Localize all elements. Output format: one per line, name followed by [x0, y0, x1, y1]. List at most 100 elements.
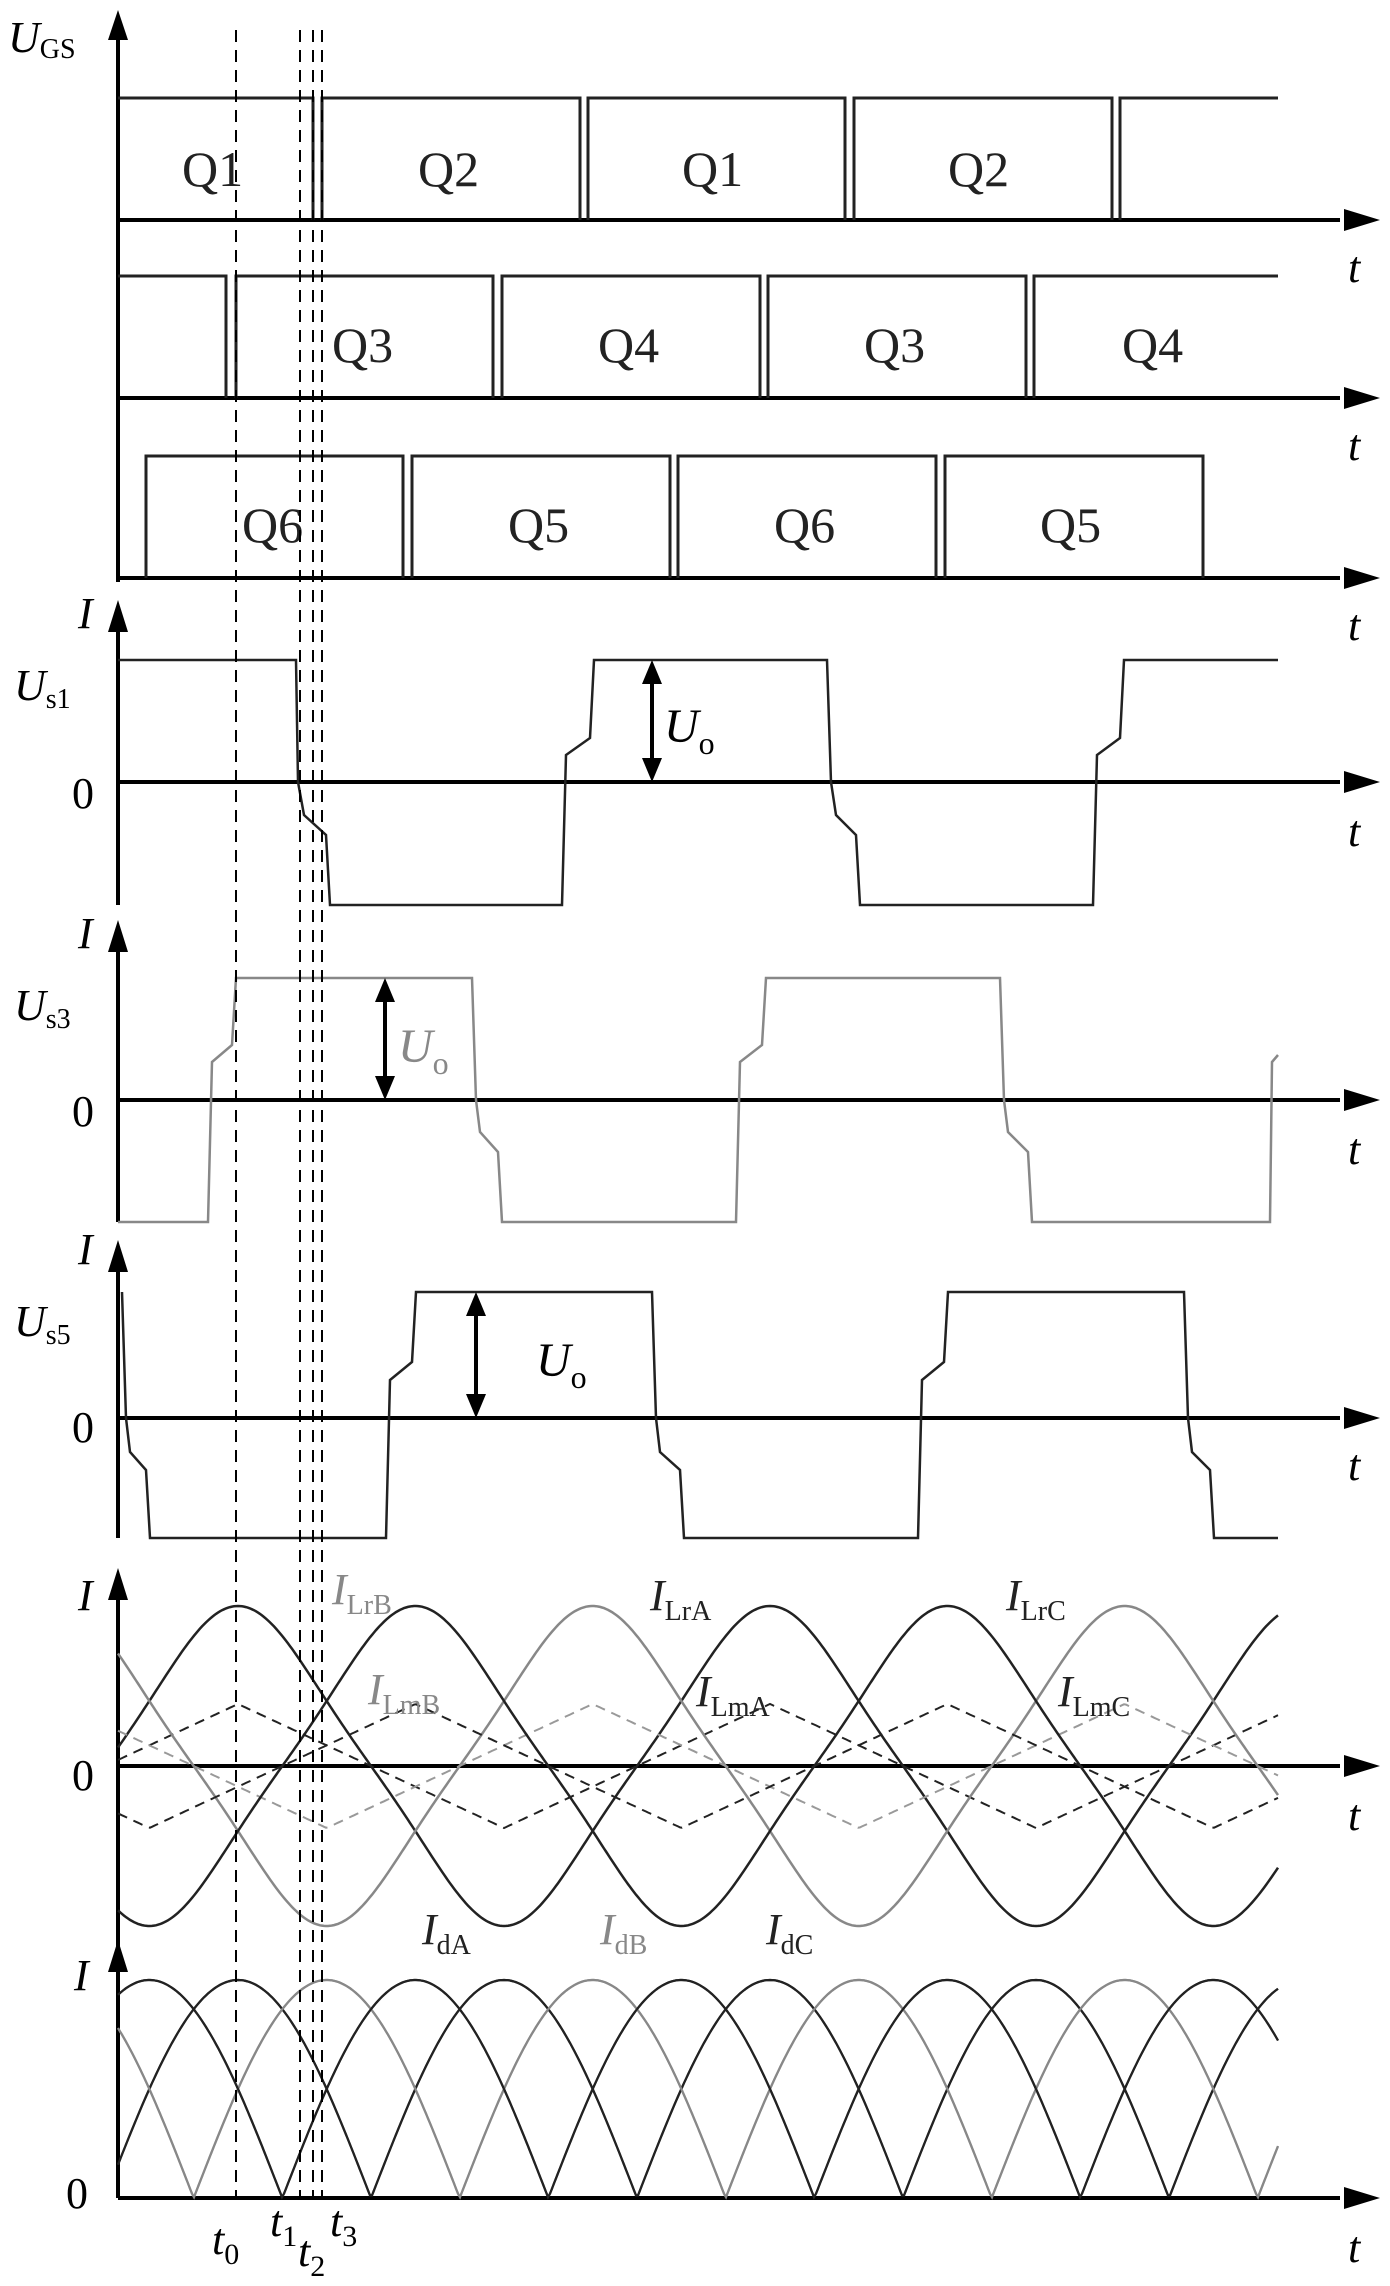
gate-pulse-head: [118, 274, 228, 398]
us5-amp-label: Uo: [536, 1334, 587, 1395]
time-marker-labels: t0 t1 t2 t3: [212, 2197, 357, 2283]
gate-label-q4-b: Q4: [1122, 317, 1183, 373]
gate-y-label: UGS: [8, 13, 76, 65]
gate-row3-t-label: t: [1348, 601, 1362, 650]
label-ilrc: ILrC: [1005, 1571, 1066, 1627]
us3-amp-label: Uo: [398, 1020, 449, 1081]
current-curves: [116, 1604, 1280, 1928]
gate-row3-labels: Q6 Q5 Q6 Q5: [242, 497, 1101, 553]
gate-pulse-q3-b: [766, 274, 1028, 398]
diode-i-label: I: [73, 1951, 91, 2000]
us5-time-arrowhead: [1344, 1407, 1380, 1429]
us1-t-label: t: [1348, 807, 1362, 856]
current-i-label: I: [77, 1571, 95, 1620]
current-t-label: t: [1348, 1791, 1362, 1840]
label-ilra: ILrA: [649, 1571, 712, 1627]
us3-time-arrowhead: [1344, 1089, 1380, 1111]
current-zero-label: 0: [72, 1751, 94, 1800]
diode-current-3: [116, 1978, 1279, 2197]
gate-label-q6-a: Q6: [242, 497, 303, 553]
us3-t-label: t: [1348, 1125, 1362, 1174]
us3-i-label: I: [77, 909, 95, 958]
label-ida: IdA: [421, 1905, 472, 1961]
gate-pulse-q5-b: [943, 454, 1205, 578]
gate-pulse-q4-b: [1032, 274, 1278, 398]
gate-row2-pulses: [118, 274, 1278, 398]
gate-label-q1-a: Q1: [182, 141, 243, 197]
diode-curves: [116, 1978, 1280, 2200]
label-ilmb: ILmB: [367, 1665, 440, 1721]
gate-label-q3-a: Q3: [332, 317, 393, 373]
gate-row1-t-label: t: [1348, 243, 1362, 292]
gate-label-q2-b: Q2: [948, 141, 1009, 197]
current-time-arrowhead: [1344, 1755, 1380, 1777]
gate-row1-labels: Q1 Q2 Q1 Q2: [182, 141, 1009, 197]
gate-label-q1-b: Q1: [682, 141, 743, 197]
gate-row2-t-label: t: [1348, 421, 1362, 470]
gate-panel: UGS t t t Q1 Q2 Q1 Q2: [8, 10, 1380, 650]
us5-y-arrowhead: [108, 1240, 128, 1272]
gate-row2-arrowhead: [1344, 387, 1380, 409]
diode-time-arrowhead: [1344, 2187, 1380, 2209]
marker-label-t3: t3: [330, 2197, 357, 2253]
gate-label-q5-b: Q5: [1040, 497, 1101, 553]
us5-y-label: Us5: [14, 1297, 71, 1351]
us3-panel: I Us3 0 t Uo: [14, 909, 1380, 1224]
resonant-current-a: [116, 1604, 1279, 1928]
us3-waveform: [118, 976, 1279, 1224]
gate-pulse-q2-b: [852, 96, 1114, 220]
us5-panel: I Us5 0 t Uo: [14, 1225, 1380, 1540]
diode-t-label: t: [1348, 2223, 1362, 2272]
diode-current-2: [117, 1978, 1279, 2200]
gate-label-q4-a: Q4: [598, 317, 659, 373]
marker-label-t2: t2: [298, 2227, 325, 2281]
gate-row2-labels: Q3 Q4 Q3 Q4: [332, 317, 1183, 373]
gate-label-q5-a: Q5: [508, 497, 569, 553]
diode-y-arrowhead: [108, 1940, 128, 1972]
diode-current-1: [117, 1978, 1280, 2200]
current-panel: I 0 t ILrB ILmB ILrA ILmA ILrC ILmC: [72, 1565, 1380, 1960]
label-ilmc: ILmC: [1057, 1667, 1130, 1723]
gate-pulse-q6-b: [676, 454, 938, 578]
us1-zero-label: 0: [72, 769, 94, 818]
us1-waveform: [118, 658, 1278, 907]
diode-current-4: [117, 1978, 1280, 2200]
marker-label-t0: t0: [212, 2215, 239, 2271]
us1-y-label: Us1: [14, 661, 71, 715]
us5-zero-label: 0: [72, 1403, 94, 1452]
gate-y-arrowhead: [108, 10, 128, 40]
us5-t-label: t: [1348, 1441, 1362, 1490]
gate-label-q6-b: Q6: [774, 497, 835, 553]
gate-pulse-q6-a: [144, 454, 405, 578]
us5-amp-arrow-top: [466, 1292, 486, 1316]
label-idc: IdC: [765, 1905, 813, 1961]
gate-pulse-q5-a: [410, 454, 672, 578]
us1-i-label: I: [77, 589, 95, 638]
us1-panel: I Us1 0 t Uo: [14, 589, 1380, 907]
gate-row3-pulses: [144, 454, 1205, 578]
resonant-current-c: [117, 1604, 1280, 1928]
us3-y-label: Us3: [14, 981, 71, 1035]
us5-i-label: I: [77, 1225, 95, 1274]
us3-zero-label: 0: [72, 1087, 94, 1136]
us1-amp-arrow-bottom: [642, 758, 662, 782]
gate-label-q2-a: Q2: [418, 141, 479, 197]
us5-amp-arrow-bottom: [466, 1394, 486, 1418]
label-ilrb: ILrB: [331, 1565, 392, 1621]
diode-panel: I 0 t IdA IdB IdC: [66, 1905, 1380, 2272]
gate-pulse-q4-a: [500, 274, 762, 398]
gate-label-q3-b: Q3: [864, 317, 925, 373]
magnetizing-current-a: [117, 1702, 1279, 1830]
us1-amp-arrow-top: [642, 660, 662, 684]
resonant-current-b: [116, 1604, 1280, 1928]
magnetizing-current-c: [117, 1703, 1279, 1829]
label-idb: IdB: [599, 1905, 647, 1961]
magnetizing-current-b: [117, 1703, 1279, 1829]
diode-current-5: [117, 1978, 1279, 2200]
gate-pulse-tail: [1118, 96, 1278, 220]
marker-label-t1: t1: [270, 2197, 297, 2253]
us1-amp-label: Uo: [664, 700, 715, 761]
us3-amp-arrow-top: [375, 978, 395, 1002]
us1-time-arrowhead: [1344, 771, 1380, 793]
